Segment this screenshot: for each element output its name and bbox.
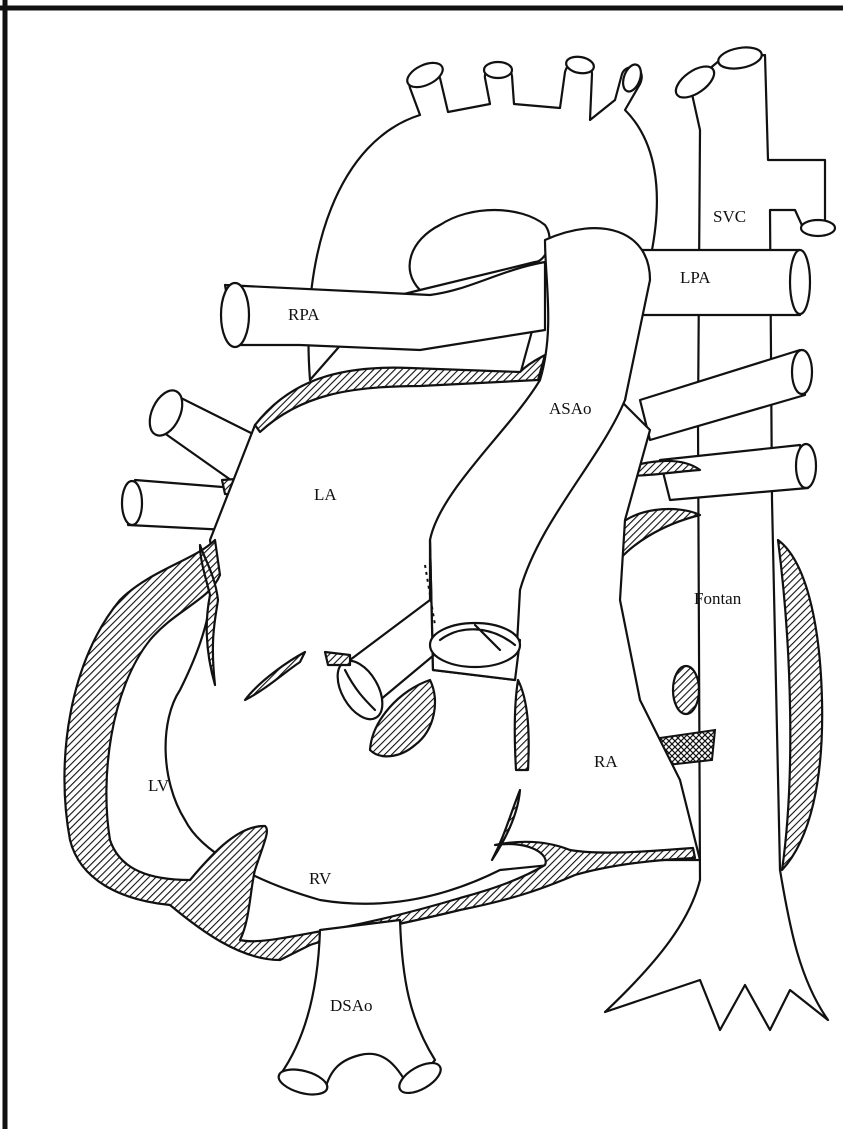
label-fontan: Fontan <box>694 589 742 608</box>
label-asao: ASAo <box>549 399 592 418</box>
label-la: LA <box>314 485 337 504</box>
label-lpa: LPA <box>680 268 711 287</box>
label-dsao: DSAo <box>330 996 373 1015</box>
label-lv: LV <box>148 776 170 795</box>
label-ra: RA <box>594 752 618 771</box>
label-rv: RV <box>309 869 332 888</box>
label-rpa: RPA <box>288 305 320 324</box>
label-svc: SVC <box>713 207 746 226</box>
lpa-branch <box>625 250 810 315</box>
